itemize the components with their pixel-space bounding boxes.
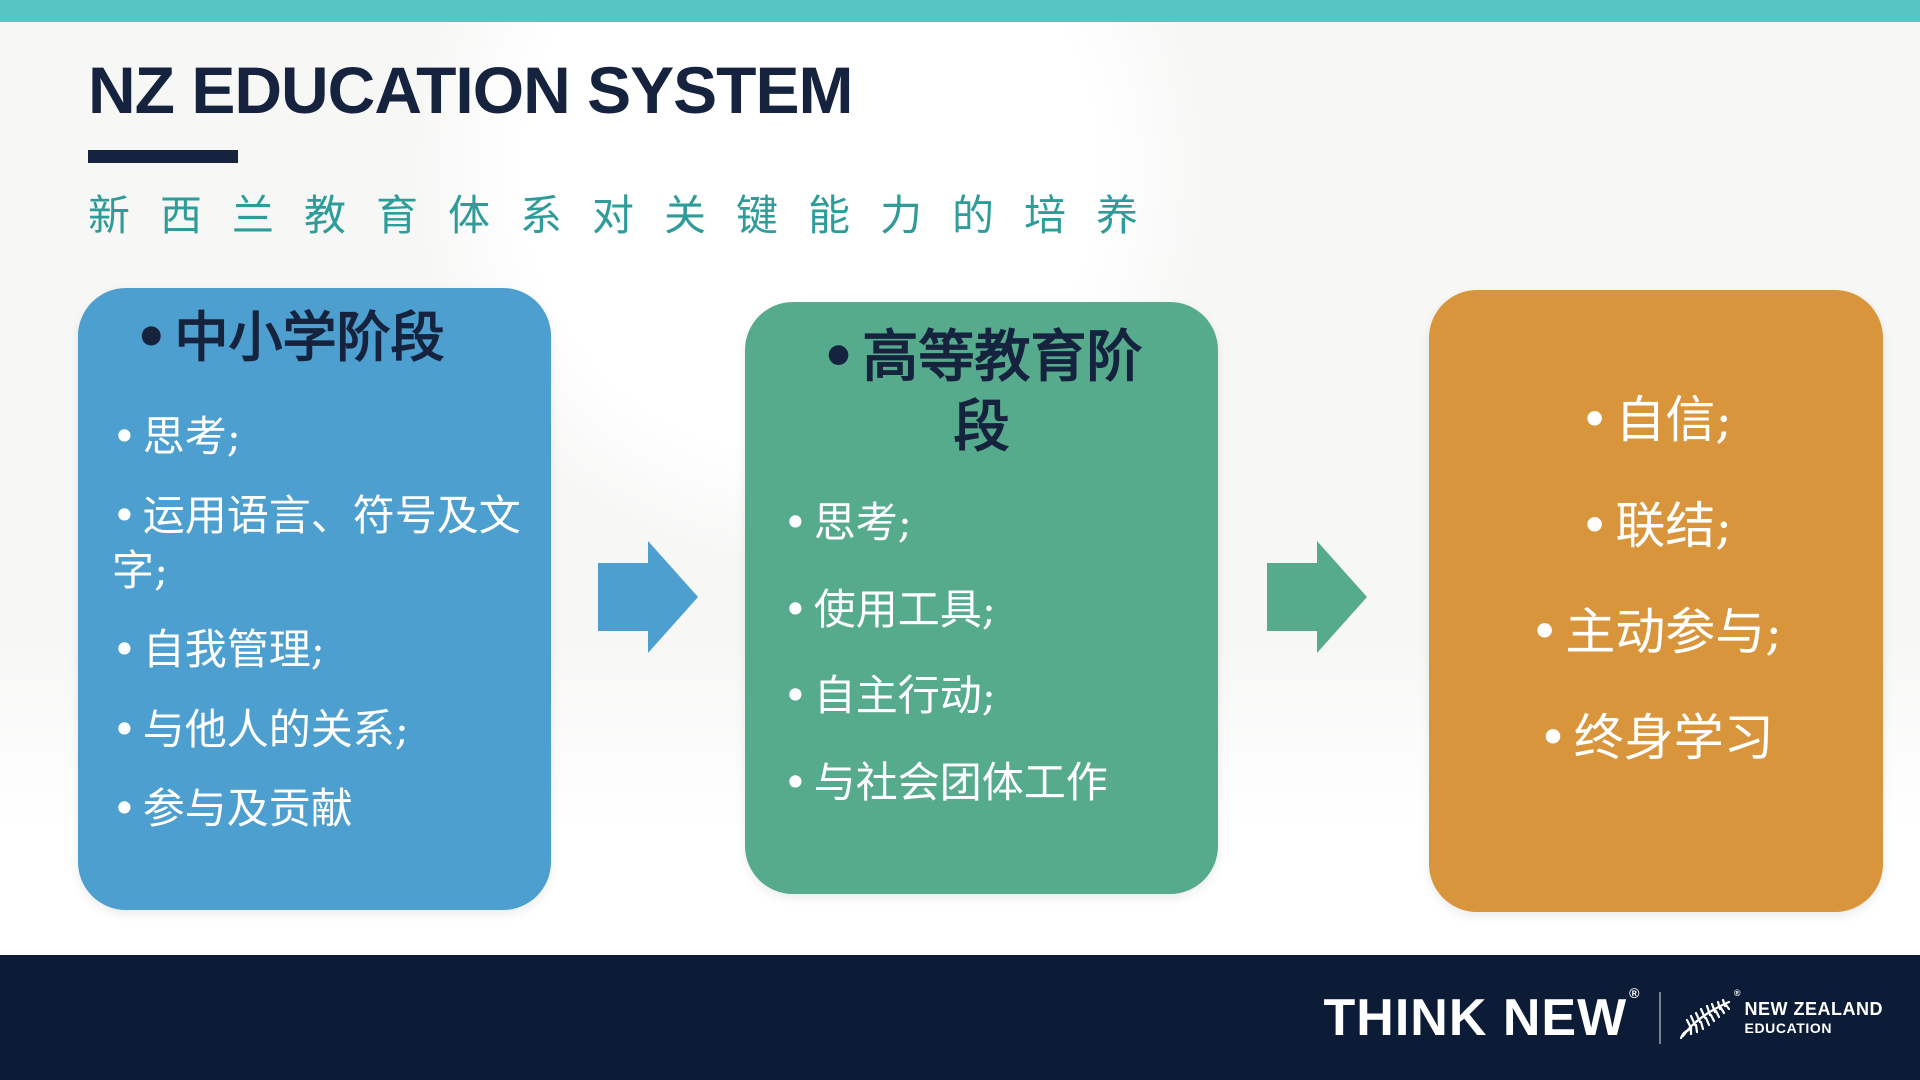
bullet-item: •主动参与; xyxy=(1449,602,1863,662)
bullet-item-label: 与他人的关系; xyxy=(142,704,409,754)
bullet-item: •与社会团体工作 xyxy=(783,756,1192,811)
think-new-label: THINK NEW xyxy=(1323,988,1628,1047)
bullet-item: •自我管理; xyxy=(112,623,525,678)
bullet-item-label: 与社会团体工作 xyxy=(813,757,1108,807)
box-heading: •中小学阶段 xyxy=(134,304,521,372)
bullet-glyph: • xyxy=(112,704,137,754)
bullet-item: •自信; xyxy=(1449,390,1863,450)
bullet-list: •自信;•联结;•主动参与;•终身学习 xyxy=(1449,390,1863,768)
bullet-glyph: • xyxy=(1538,709,1568,767)
bullet-list: •思考;•运用语言、符号及文字;•自我管理;•与他人的关系;•参与及贡献 xyxy=(112,410,525,838)
arrow-stem xyxy=(598,563,650,631)
registered-trademark-icon: ® xyxy=(1629,985,1641,1002)
registered-trademark-icon: ® xyxy=(1733,987,1741,998)
bullet-glyph: • xyxy=(112,491,137,541)
bullet-glyph: • xyxy=(820,324,857,390)
box-heading-label: 中小学阶段 xyxy=(174,305,445,369)
arrow-head xyxy=(1317,541,1367,653)
bullet-glyph: • xyxy=(112,625,137,675)
title-underline xyxy=(88,150,238,163)
arrow-stem xyxy=(1267,563,1319,631)
bullet-glyph: • xyxy=(1529,603,1560,661)
bullet-glyph: • xyxy=(112,784,137,834)
top-accent-bar xyxy=(0,0,1920,22)
bullet-item-label: 参与及贡献 xyxy=(142,784,353,834)
arrow-head xyxy=(648,541,698,653)
page-subtitle: 新西兰教育体系对关键能力的培养 xyxy=(88,191,1169,240)
bullet-glyph: • xyxy=(783,757,808,807)
bullet-item-label: 自主行动; xyxy=(813,671,996,721)
bullet-glyph: • xyxy=(783,671,808,721)
nz-education-wordmark: NEW ZEALAND EDUCATION xyxy=(1745,999,1884,1036)
silver-fern-icon: ® xyxy=(1677,988,1741,1044)
bullet-item-label: 思考; xyxy=(813,498,912,547)
footer-bar: THINK NEW® xyxy=(0,955,1920,1080)
box-heading-label: 高等教育阶段 xyxy=(862,324,1143,460)
bullet-item-label: 联结; xyxy=(1615,497,1733,555)
flow-arrow-right-icon xyxy=(598,541,698,653)
bullet-glyph: • xyxy=(1579,391,1610,449)
bullet-item: •运用语言、符号及文字; xyxy=(112,489,525,598)
org-name-line1: NEW ZEALAND xyxy=(1744,999,1883,1020)
stage-box-outcomes: •自信;•联结;•主动参与;•终身学习 xyxy=(1429,290,1883,912)
bullet-item-label: 思考; xyxy=(142,411,241,461)
bullet-item-label: 使用工具; xyxy=(813,584,996,634)
bullet-glyph: • xyxy=(112,411,137,461)
bullet-glyph: • xyxy=(783,584,808,634)
footer-divider xyxy=(1658,991,1661,1044)
box-heading: •高等教育阶段 xyxy=(806,322,1158,462)
stage-box-higher-education: •高等教育阶段 •思考;•使用工具;•自主行动;•与社会团体工作 xyxy=(745,302,1218,894)
footer-brand-group: THINK NEW® xyxy=(1324,955,1883,1080)
think-new-logo: THINK NEW® xyxy=(1323,985,1641,1048)
bullet-item-label: 主动参与; xyxy=(1565,603,1783,661)
org-name-line2: EDUCATION xyxy=(1744,1019,1833,1036)
bullet-glyph: • xyxy=(134,305,169,369)
bullet-glyph: • xyxy=(783,498,808,547)
bullet-item: •思考; xyxy=(112,410,525,465)
flow-arrow-right-icon xyxy=(1267,541,1367,653)
bullet-item: •与他人的关系; xyxy=(112,703,525,758)
bullet-item-label: 运用语言、符号及文字; xyxy=(112,491,521,595)
bullet-item: •自主行动; xyxy=(783,669,1192,724)
bullet-item-label: 自我管理; xyxy=(142,625,325,675)
page-title: NZ EDUCATION SYSTEM xyxy=(88,53,853,127)
bullet-item: •参与及贡献 xyxy=(112,782,525,837)
bullet-item-label: 自信; xyxy=(1615,391,1733,449)
bullet-glyph: • xyxy=(1579,497,1610,555)
bullet-list: •思考;•使用工具;•自主行动;•与社会团体工作 xyxy=(783,496,1192,810)
bullet-item-label: 终身学习 xyxy=(1573,709,1774,767)
bullet-item: •终身学习 xyxy=(1449,708,1863,768)
bullet-item: •联结; xyxy=(1449,496,1863,556)
stage-box-primary-secondary: •中小学阶段 •思考;•运用语言、符号及文字;•自我管理;•与他人的关系;•参与… xyxy=(78,288,551,910)
bullet-item: •使用工具; xyxy=(783,583,1192,638)
bullet-item: •思考; xyxy=(783,496,1192,551)
